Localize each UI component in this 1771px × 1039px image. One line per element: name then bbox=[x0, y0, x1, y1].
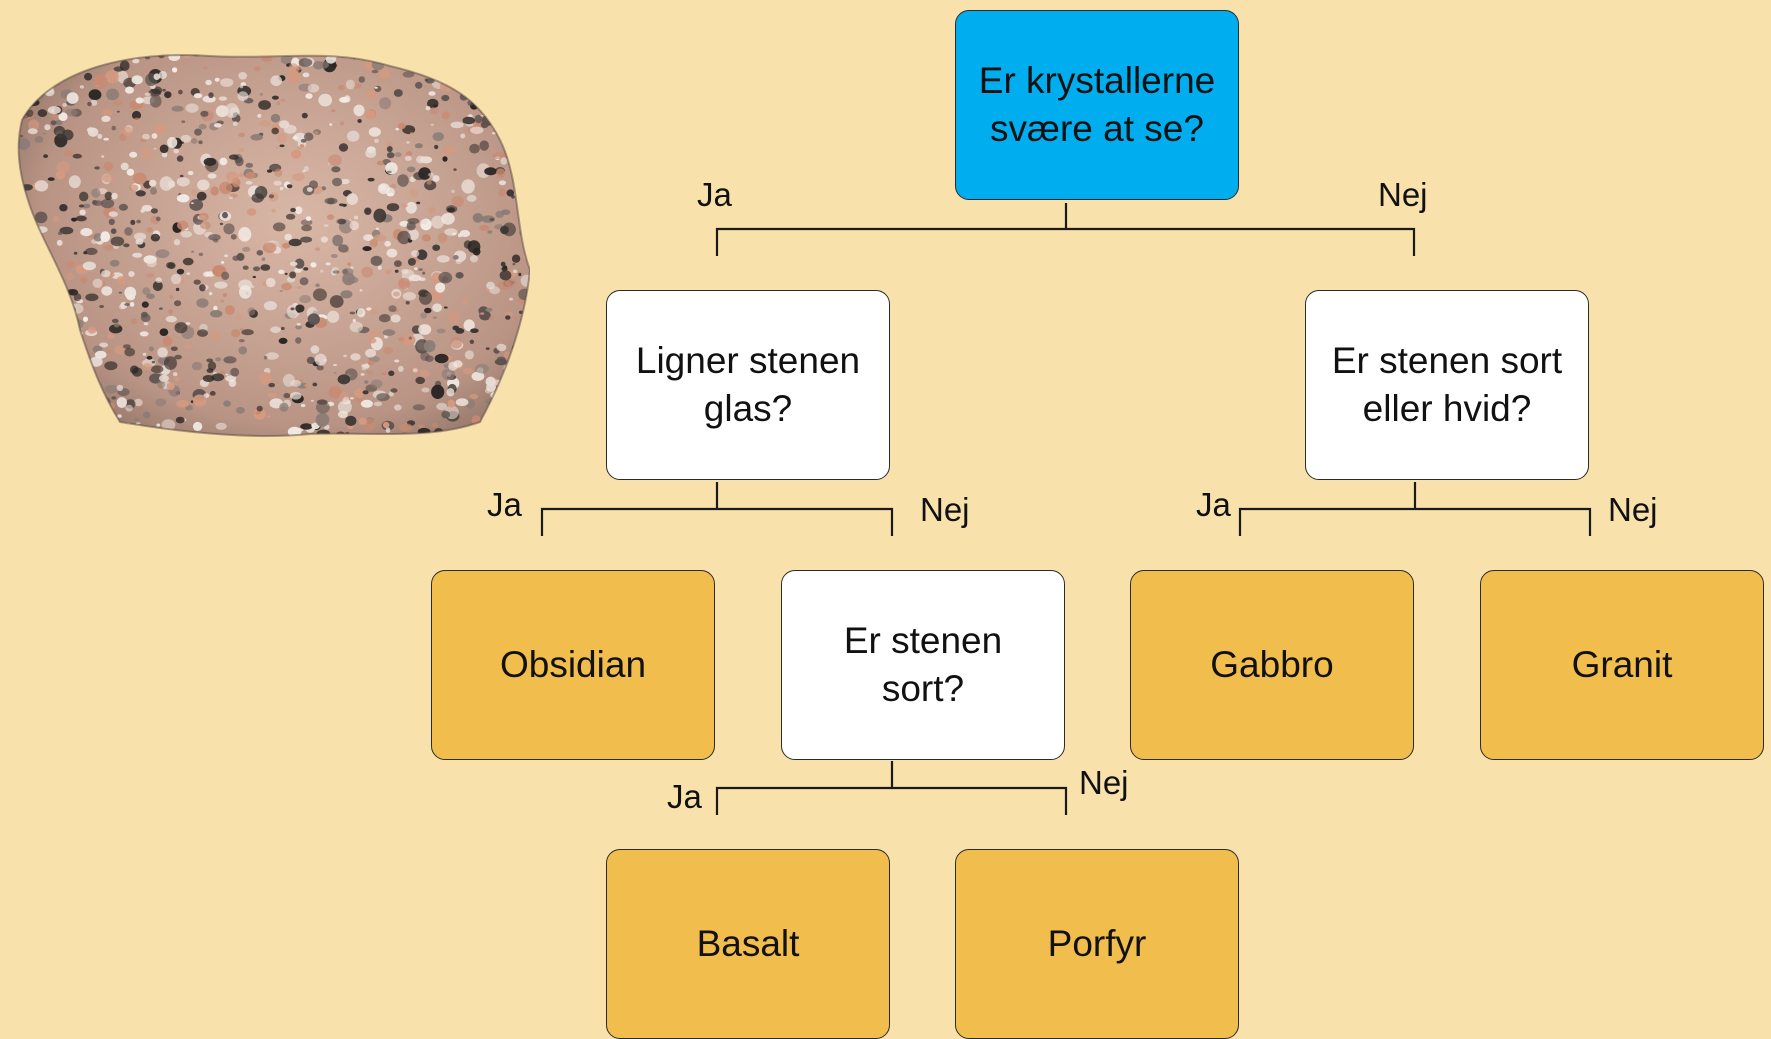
result-obsidian: Obsidian bbox=[431, 570, 715, 760]
result-porfyr: Porfyr bbox=[955, 849, 1239, 1039]
label-nej-sort: Nej bbox=[1079, 764, 1129, 801]
connector-sort bbox=[715, 761, 1068, 815]
result-granit: Granit bbox=[1480, 570, 1764, 760]
rock-texture bbox=[18, 54, 530, 437]
label-nej-sort-hvid: Nej bbox=[1608, 491, 1658, 528]
label-ja-root: Ja bbox=[697, 176, 732, 213]
question-root: Er krystallerne svære at se? bbox=[955, 10, 1239, 200]
label-ja-glas: Ja bbox=[487, 486, 522, 523]
granite-rock-image bbox=[17, 53, 530, 438]
label-nej-root: Nej bbox=[1378, 176, 1428, 213]
label-ja-sort: Ja bbox=[667, 778, 702, 815]
result-basalt: Basalt bbox=[606, 849, 890, 1039]
question-sort: Er stenen sort? bbox=[781, 570, 1065, 760]
result-gabbro: Gabbro bbox=[1130, 570, 1414, 760]
connector-root bbox=[715, 203, 1416, 256]
question-glas: Ligner stenen glas? bbox=[606, 290, 890, 480]
label-ja-sort-hvid: Ja bbox=[1196, 486, 1231, 523]
question-sort-eller-hvid: Er stenen sort eller hvid? bbox=[1305, 290, 1589, 480]
label-nej-glas: Nej bbox=[920, 491, 970, 528]
connector-glas bbox=[540, 482, 894, 536]
connector-sort-hvid bbox=[1238, 482, 1592, 536]
